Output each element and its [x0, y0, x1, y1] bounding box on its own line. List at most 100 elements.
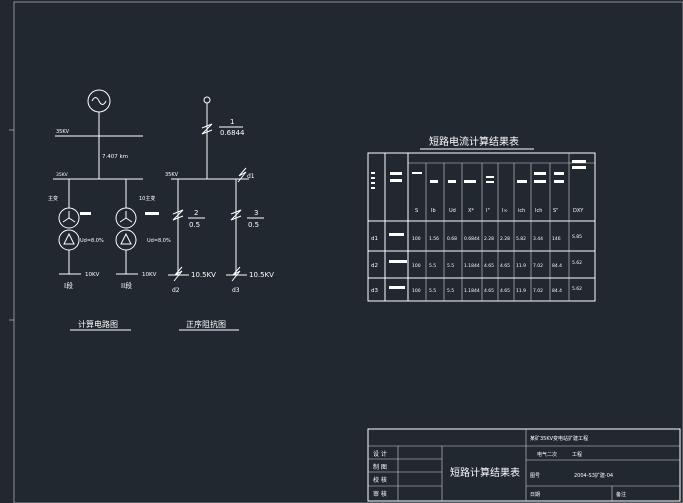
transformer-1-label: 主变 — [48, 195, 58, 202]
row-name-block — [389, 233, 404, 236]
table-cell: 1.1844 — [464, 263, 480, 269]
role-draft: 制 图 — [373, 463, 387, 471]
header-text-block — [371, 172, 375, 174]
impedance-3-index: 3 — [254, 209, 258, 217]
role-check: 校 核 — [373, 476, 387, 484]
table-cell: 146 — [552, 236, 561, 242]
calc-circuit-diagram: 35KV 7.407 km 35KV 主变 10主变 Ud=8.0% Ud=8.… — [48, 89, 171, 331]
table-cell: 4.65 — [500, 263, 510, 269]
header-text-block — [534, 180, 546, 183]
table-cell: S.85 — [572, 234, 582, 240]
section-1-label: I段 — [64, 281, 73, 290]
table-cell: 100 — [412, 263, 421, 269]
fault-d2-label: d2 — [172, 287, 180, 294]
header-text-block — [572, 160, 586, 163]
bus-2-label: 35KV — [56, 172, 69, 178]
header-cell: I∞ — [502, 208, 508, 214]
table-cell: 1.1844 — [464, 288, 480, 294]
table-cell: 84.4 — [552, 263, 562, 269]
impedance-1-break — [201, 123, 213, 135]
impedance-3-value: 0.5 — [248, 221, 259, 229]
table-cell: 5.82 — [516, 236, 526, 242]
header-text-block — [534, 172, 546, 175]
header-cell: Ib — [431, 208, 436, 214]
role-review: 审 核 — [373, 490, 387, 498]
calc-diagram-caption: 计算电路图 — [78, 319, 118, 329]
header-text-block — [517, 180, 527, 183]
header-text-block — [486, 176, 494, 178]
table-cell: 100 — [412, 236, 421, 242]
header-text-block — [390, 172, 402, 175]
row-point: d2 — [371, 263, 378, 269]
impedance-2-value: 0.5 — [189, 221, 200, 229]
header-text-block — [486, 181, 494, 183]
stage: 工程 — [572, 451, 582, 458]
row-name-block — [389, 286, 405, 289]
header-cell: DXY — [573, 208, 584, 214]
header-cell: I" — [486, 208, 490, 214]
discipline: 电气二次 — [537, 451, 557, 458]
table-cell: 2.28 — [500, 236, 510, 242]
delta-icon — [63, 232, 75, 245]
header-cell: Ud — [449, 208, 456, 214]
date-label: 日期 — [530, 492, 540, 498]
wye-icon — [119, 211, 133, 223]
table-cell: 4.65 — [484, 288, 494, 294]
voltage-3: 10.5KV — [249, 271, 274, 279]
table-cell: 2.28 — [484, 236, 494, 242]
impedance-1-index: 1 — [230, 118, 234, 126]
table-cell: 5.62 — [572, 260, 582, 266]
header-text-block — [448, 180, 456, 183]
table-cell: 0.68 — [447, 236, 457, 242]
header-text-block — [430, 180, 438, 183]
transformer-2-hv-winding — [115, 207, 137, 229]
table-cell: 1.56 — [429, 236, 439, 242]
header-cell: S — [415, 208, 418, 214]
delta-icon — [120, 232, 132, 245]
table-cell: 100 — [412, 288, 421, 294]
bus-35kv-impedance-label: 35KV — [165, 172, 179, 178]
table-cell: 5.5 — [447, 288, 454, 294]
fault-point-d2 — [173, 266, 183, 282]
header-text-block — [572, 166, 586, 169]
fault-point-d3 — [231, 266, 241, 282]
header-cell: ich — [518, 208, 525, 214]
transformer-1-rating: Ud=8.0% — [80, 238, 104, 244]
low-voltage-2: 10KV — [142, 272, 157, 278]
transformer-2-rating: Ud=8.0% — [147, 238, 171, 244]
impedance-diagram: 1 0.6844 35KV d1 2 0.5 3 0.5 10.5KV 10.5… — [165, 96, 274, 331]
sine-wave-icon — [91, 97, 107, 105]
remark-label: 备注 — [616, 491, 626, 498]
header-text-block — [464, 180, 476, 183]
impedance-1-value: 0.6844 — [220, 129, 245, 137]
wye-icon — [62, 211, 76, 223]
header-text-block — [371, 177, 375, 179]
table-cell: 0.6844 — [464, 236, 480, 242]
row-point: d1 — [371, 236, 378, 242]
table-cell: 84.4 — [552, 288, 562, 294]
project-name: 某矿35KV变电站扩建工程 — [530, 435, 588, 442]
table-cell: 5.5 — [447, 263, 454, 269]
header-text-block — [554, 180, 564, 183]
row-name-block — [389, 260, 407, 263]
table-border — [367, 152, 596, 302]
table-cell: 5.5 — [429, 263, 436, 269]
transformer-2-label: 10主变 — [139, 195, 155, 202]
table-cell: 5.62 — [572, 286, 582, 292]
row-point: d3 — [371, 288, 378, 294]
source-node — [203, 96, 211, 104]
header-text-block — [554, 172, 564, 175]
title-block: 设 计 制 图 校 核 审 核 某矿35KV变电站扩建工程 电气二次 工程 短路… — [367, 428, 681, 502]
line-length-label: 7.407 km — [102, 154, 128, 160]
transformer-1-tag — [80, 212, 91, 215]
table-cell: 11.9 — [516, 288, 526, 294]
table-cell: 5.5 — [429, 288, 436, 294]
header-cell: Ich — [535, 208, 542, 214]
drawing-frame — [13, 1, 683, 503]
impedance-3-break — [230, 209, 242, 221]
fault-d3-label: d3 — [232, 287, 240, 294]
transformer-1-hv-winding — [58, 207, 80, 229]
drawing-no-label: 图号 — [530, 473, 540, 479]
impedance-2-break — [172, 209, 184, 221]
